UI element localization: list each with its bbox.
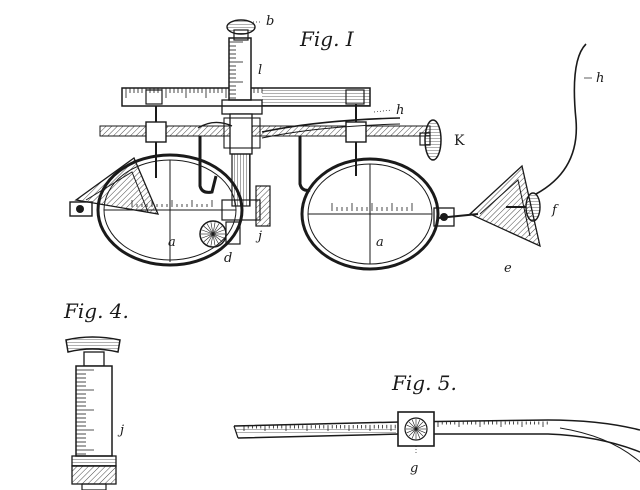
engraved-mark bbox=[406, 428, 417, 434]
engraved-mark bbox=[415, 421, 424, 430]
engraved-mark bbox=[415, 419, 421, 430]
engraved-mark bbox=[415, 424, 426, 430]
engraved-mark bbox=[212, 233, 225, 239]
label-l: l bbox=[258, 63, 262, 78]
engraved-mark bbox=[201, 233, 214, 239]
engraved-mark bbox=[203, 233, 214, 242]
top-knob-b bbox=[226, 19, 256, 41]
left-temple-arm bbox=[69, 156, 160, 217]
engraved-mark bbox=[212, 226, 223, 235]
flexible-cable-h bbox=[535, 43, 587, 195]
left-slider bbox=[145, 89, 167, 178]
engraved-mark bbox=[415, 428, 421, 439]
label-j-fig1: j bbox=[255, 229, 262, 244]
adjustment-knob-k bbox=[419, 119, 442, 161]
label-a-left: a bbox=[168, 235, 176, 250]
fig4-title: Fig. 4. bbox=[63, 299, 129, 323]
left-lens-rim bbox=[96, 153, 244, 267]
graduated-rule bbox=[233, 419, 640, 463]
engraved-mark bbox=[212, 233, 220, 245]
engraved-mark bbox=[210, 233, 214, 246]
engraved-mark bbox=[212, 223, 220, 235]
engraved-mark bbox=[212, 233, 223, 242]
label-f: f bbox=[551, 203, 559, 218]
label-b: b bbox=[266, 14, 274, 29]
figure-5: Fig. 5. g bbox=[233, 371, 640, 476]
engraved-mark bbox=[406, 424, 417, 430]
engraved-mark bbox=[212, 222, 216, 235]
fig5-title: Fig. 5. bbox=[391, 371, 457, 395]
knob-f bbox=[506, 192, 541, 222]
fig1-title: Fig. I bbox=[299, 27, 355, 51]
engraved-mark bbox=[415, 428, 426, 434]
engraved-mark bbox=[411, 428, 417, 439]
engraved-mark bbox=[210, 222, 214, 235]
figure-1: Fig. I bbox=[69, 14, 604, 276]
engraved-mark bbox=[203, 226, 214, 235]
label-g: g bbox=[410, 461, 418, 476]
engraved-mark bbox=[415, 428, 424, 437]
right-lens-rim bbox=[300, 157, 440, 271]
engraved-mark bbox=[411, 419, 417, 430]
label-e: e bbox=[504, 261, 512, 276]
engraved-mark bbox=[206, 233, 214, 245]
engraved-mark bbox=[206, 223, 214, 235]
tube-h bbox=[261, 117, 401, 139]
dial-d bbox=[199, 185, 271, 248]
engraved-mark bbox=[201, 229, 214, 235]
engraved-mark bbox=[212, 229, 225, 235]
engraved-mark bbox=[408, 428, 417, 437]
label-a-right: a bbox=[376, 235, 384, 250]
micrometer-column-j bbox=[65, 336, 121, 490]
label-d: d bbox=[224, 251, 232, 266]
engraved-mark bbox=[212, 233, 216, 246]
slider-block-g bbox=[397, 411, 435, 454]
vertical-micrometer-column bbox=[221, 37, 263, 221]
label-h-tube: h bbox=[396, 103, 404, 118]
engraved-mark bbox=[408, 421, 417, 430]
label-j-fig4: j bbox=[117, 423, 124, 438]
figure-4: Fig. 4. j bbox=[63, 299, 129, 490]
label-h-cable: h bbox=[596, 71, 604, 86]
label-k: K bbox=[454, 133, 465, 149]
